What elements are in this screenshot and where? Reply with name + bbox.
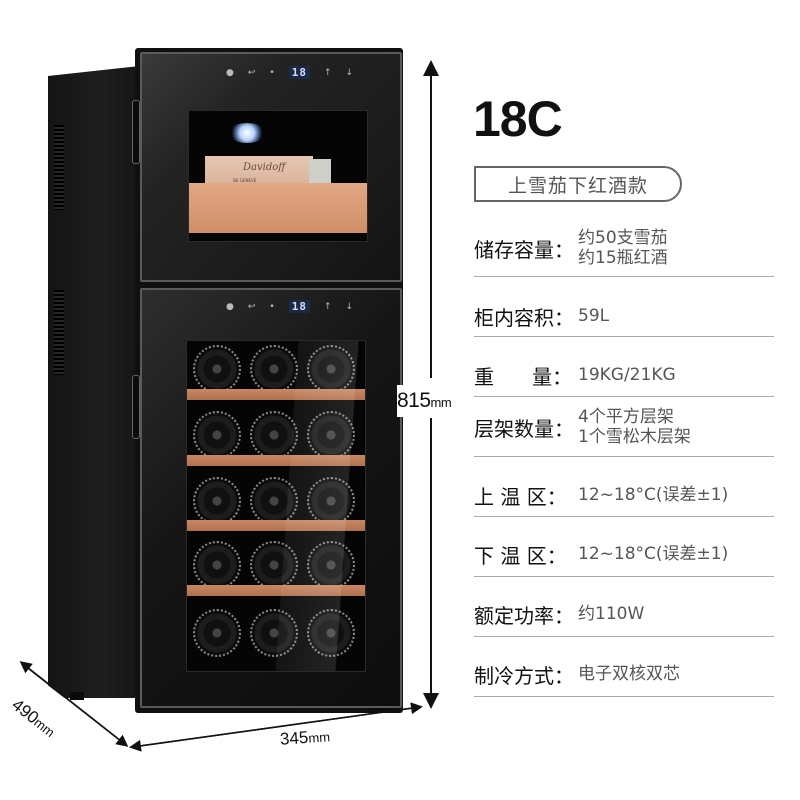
temp-down-icon[interactable]: ↓ bbox=[345, 301, 354, 312]
divider bbox=[474, 276, 774, 277]
light-icon[interactable]: ● bbox=[226, 67, 234, 78]
divider bbox=[474, 396, 774, 397]
back-icon[interactable]: ↩ bbox=[247, 67, 256, 78]
spec-weight: 重 量： 19KG/21KG bbox=[474, 355, 774, 395]
spec-shelf-count: 层架数量： 4个平方层架 1个雪松木层架 bbox=[474, 402, 774, 452]
wine-shelf bbox=[187, 585, 365, 596]
spec-value: 12~18°C(误差±1) bbox=[578, 543, 729, 564]
spec-value-line: 约15瓶红酒 bbox=[578, 248, 668, 268]
power-dot-icon: • bbox=[269, 301, 275, 312]
humidor-window: Davidoff DE GENEVE bbox=[188, 110, 368, 242]
spec-value-line: 4个平方层架 bbox=[578, 406, 674, 427]
model-title: 18C bbox=[473, 91, 563, 147]
side-vent-lower bbox=[54, 290, 64, 375]
temp-down-icon[interactable]: ↓ bbox=[345, 67, 354, 78]
spec-upper-temp-zone: 上 温 区： 12~18°C(误差±1) bbox=[474, 475, 774, 515]
divider bbox=[474, 576, 774, 577]
spec-label: 下 温 区： bbox=[474, 543, 567, 568]
temp-up-icon[interactable]: ↑ bbox=[323, 67, 332, 78]
spec-storage-capacity: 储存容量： 约50支雪茄 约15瓶红酒 bbox=[474, 224, 774, 272]
wine-bottle bbox=[307, 477, 355, 525]
side-vent-upper bbox=[54, 125, 64, 210]
variant-badge: 上雪茄下红酒款 bbox=[474, 166, 682, 202]
wine-bottle bbox=[307, 609, 355, 657]
spec-label: 额定功率： bbox=[474, 603, 574, 628]
temp-up-icon[interactable]: ↑ bbox=[323, 301, 332, 312]
spec-value: 约110W bbox=[578, 603, 645, 624]
wine-control-panel: ● ↩ • 18 ↑ ↓ bbox=[226, 300, 353, 313]
spec-label: 柜内容积： bbox=[474, 305, 574, 330]
spec-label: 重 量： bbox=[474, 364, 573, 389]
cigar-brand-text: Davidoff bbox=[243, 162, 286, 173]
wine-door-handle[interactable] bbox=[132, 375, 140, 439]
spec-label: 储存容量： bbox=[474, 237, 574, 262]
width-unit: mm bbox=[307, 729, 331, 746]
wine-temp-display: 18 bbox=[288, 300, 310, 313]
wine-bottle bbox=[193, 609, 241, 657]
wine-shelf bbox=[187, 389, 365, 400]
wine-shelf bbox=[187, 520, 365, 531]
light-icon[interactable]: ● bbox=[226, 301, 234, 312]
spec-label: 层架数量： bbox=[474, 416, 574, 441]
wine-bottle bbox=[250, 609, 298, 657]
divider bbox=[474, 696, 774, 697]
spec-value-line: 约50支雪茄 bbox=[578, 227, 668, 248]
spec-internal-volume: 柜内容积： 59L bbox=[474, 296, 774, 336]
wine-bottle bbox=[193, 411, 241, 459]
back-icon[interactable]: ↩ bbox=[247, 301, 256, 312]
divider bbox=[474, 336, 774, 337]
led-light-icon bbox=[229, 123, 265, 143]
cedar-tray bbox=[189, 183, 367, 233]
wine-bottle bbox=[250, 411, 298, 459]
spec-label: 制冷方式： bbox=[474, 663, 574, 688]
humidor-door-handle[interactable] bbox=[132, 100, 140, 164]
divider bbox=[474, 636, 774, 637]
spec-value-line: 1个雪松木层架 bbox=[578, 427, 691, 447]
spec-lower-temp-zone: 下 温 区： 12~18°C(误差±1) bbox=[474, 534, 774, 574]
spec-value: 12~18°C(误差±1) bbox=[578, 484, 729, 505]
spec-value: 约50支雪茄 约15瓶红酒 bbox=[578, 228, 668, 269]
height-unit: mm bbox=[430, 395, 452, 410]
spec-value: 59L bbox=[578, 305, 610, 326]
spec-value: 19KG/21KG bbox=[578, 364, 676, 385]
width-dimension-label: 345mm bbox=[279, 726, 330, 749]
spec-value: 4个平方层架 1个雪松木层架 bbox=[578, 407, 691, 448]
width-value: 345 bbox=[279, 727, 309, 749]
wine-bottle bbox=[307, 411, 355, 459]
wine-window bbox=[186, 340, 366, 672]
cigar-box: Davidoff DE GENEVE bbox=[205, 156, 313, 186]
spec-rated-power: 额定功率： 约110W bbox=[474, 594, 774, 634]
wine-bottle bbox=[193, 477, 241, 525]
height-dimension-label: 815mm bbox=[397, 385, 452, 417]
height-value: 815 bbox=[397, 389, 431, 412]
humidor-control-panel: ● ↩ • 18 ↑ ↓ bbox=[226, 66, 353, 79]
divider bbox=[474, 516, 774, 517]
spec-value: 电子双核双芯 bbox=[578, 663, 680, 684]
spec-cooling-method: 制冷方式： 电子双核双芯 bbox=[474, 654, 774, 694]
divider bbox=[474, 456, 774, 457]
wine-shelf bbox=[187, 455, 365, 466]
spec-label: 上 温 区： bbox=[474, 484, 567, 509]
fridge-foot-left bbox=[70, 692, 84, 700]
power-dot-icon: • bbox=[269, 67, 275, 78]
cigar-sub-text: DE GENEVE bbox=[233, 178, 257, 183]
humidor-temp-display: 18 bbox=[288, 66, 310, 79]
